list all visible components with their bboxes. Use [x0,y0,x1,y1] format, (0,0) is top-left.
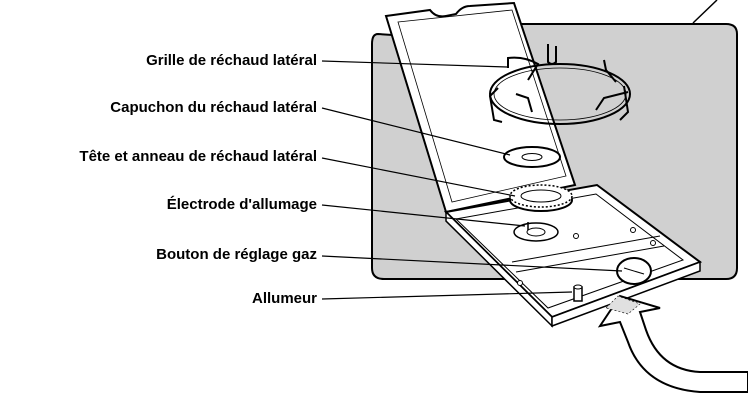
grate-part [488,44,631,125]
label-electrode: Électrode d'allumage [166,196,317,213]
leader-knob [321,255,623,272]
label-knob: Bouton de réglage gaz [156,246,317,263]
gas-knob-part [616,257,652,285]
install-arrow-shade [605,295,641,315]
tray-crossbar [511,235,661,263]
burner-head-part [509,184,573,212]
electrode-part [513,222,559,242]
leader-cap [321,107,511,156]
label-cap: Capuchon du réchaud latéral [110,99,317,116]
leader-igniter [321,291,573,300]
igniter-part [573,284,583,302]
tray-screw [650,240,656,246]
tray-screw [573,233,579,239]
install-arrow [597,294,748,393]
tray-screw [517,280,523,286]
label-grate: Grille de réchaud latéral [146,52,317,69]
lid-inner-edge [397,9,567,203]
leader-grate [321,60,508,68]
label-igniter: Allumeur [251,290,317,307]
tray-screw [630,227,636,233]
tray-crossbar-2 [515,245,665,273]
cabinet-leader-line [692,0,718,24]
leader-head [321,157,516,197]
label-head: Tête et anneau de réchaud latéral [79,148,317,165]
burner-cap-part [503,146,561,168]
leader-electrode [321,204,526,227]
burner-tray-front-right [551,260,701,328]
